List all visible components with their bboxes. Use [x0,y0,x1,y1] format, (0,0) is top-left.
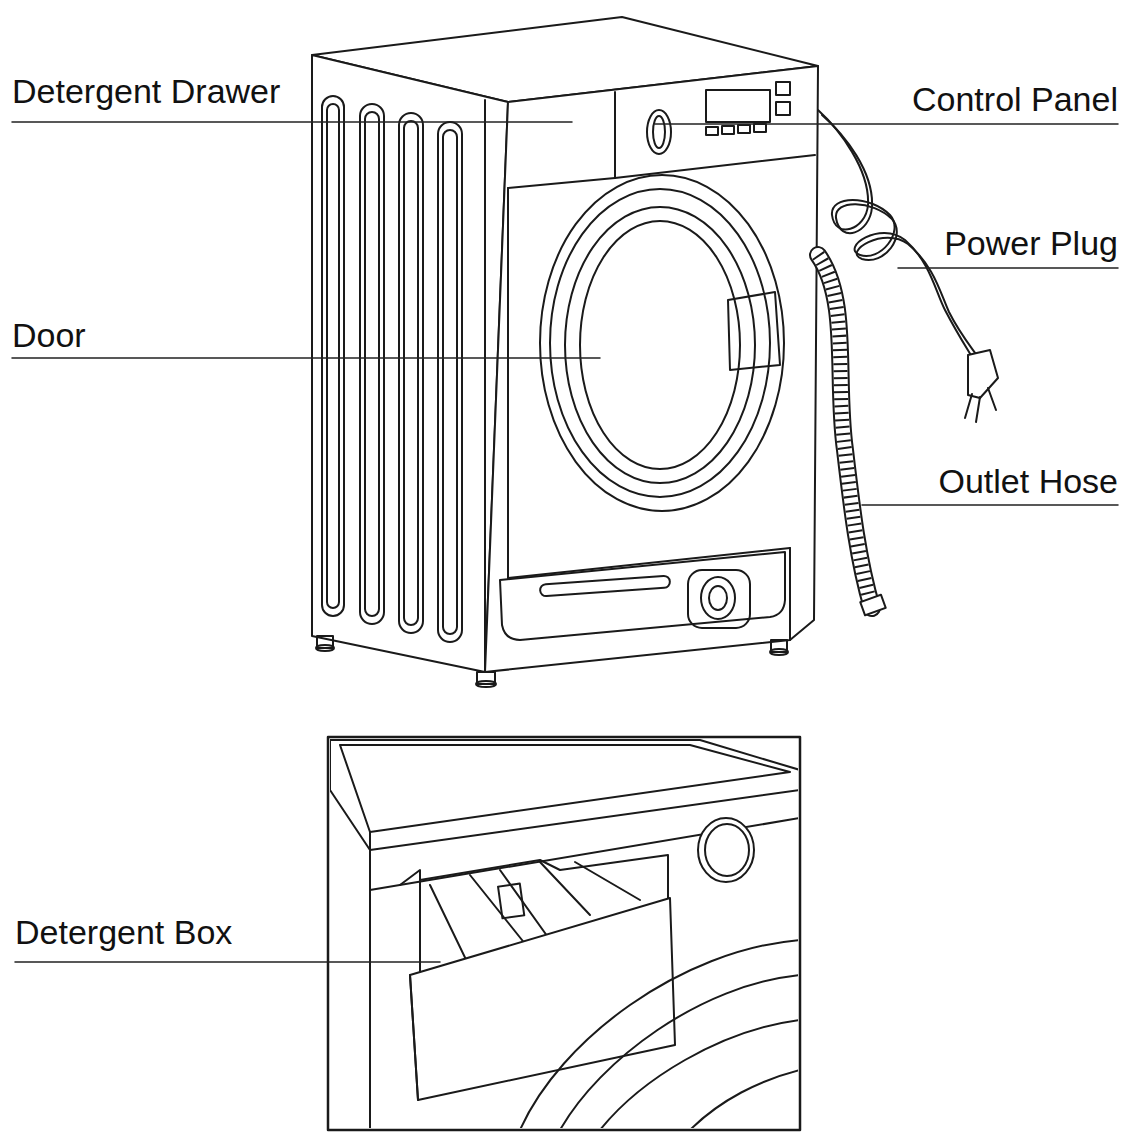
inset-frame [328,737,800,1130]
part-label: Detergent Box [15,913,232,951]
plinth [500,552,785,640]
side-ribs [322,96,462,642]
control-panel-detail [647,82,790,154]
machine-body [312,17,818,672]
part-label: Door [12,316,86,354]
part-label: Detergent Drawer [12,72,280,110]
inset-drawer-illustration [330,740,798,1128]
outlet-hose [818,255,886,615]
leader-lines [12,122,1118,962]
feet [316,636,788,687]
part-label: Control Panel [912,80,1118,118]
part-label: Outlet Hose [938,462,1118,500]
door [540,175,784,511]
part-label: Power Plug [944,224,1118,262]
